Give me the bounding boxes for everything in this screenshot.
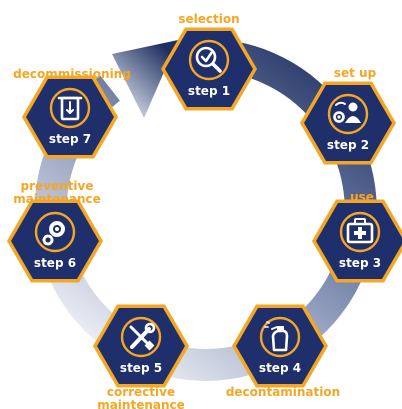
wrench-screwdriver-icon	[129, 322, 156, 351]
hexagon	[160, 27, 258, 111]
hexagon	[21, 75, 119, 159]
step-caption: use	[350, 190, 374, 204]
step-label: step 7	[49, 132, 91, 146]
step-node-4: step 4 decontamination	[226, 304, 340, 399]
gears-icon	[42, 221, 65, 246]
step-label: step 1	[188, 84, 230, 98]
step-caption: maintenance	[97, 398, 185, 409]
disposal-bin-icon	[57, 96, 83, 121]
icon-ring	[327, 93, 369, 135]
step-caption: set up	[334, 66, 377, 80]
icon-ring	[34, 211, 76, 253]
step-node-2: step 2 set up	[299, 66, 397, 165]
step-caption: selection	[178, 12, 239, 26]
hexagon	[231, 304, 329, 388]
hexagon	[6, 199, 104, 283]
step-node-1: step 1 selection	[160, 12, 258, 111]
step-label: step 2	[327, 138, 369, 152]
step-label: step 6	[34, 256, 76, 270]
step-caption: decommissioning	[13, 67, 131, 81]
step-label: step 3	[339, 256, 381, 270]
step-caption: decontamination	[226, 385, 340, 399]
step-label: step 5	[120, 361, 162, 375]
hexagon	[92, 304, 190, 388]
icon-ring	[188, 39, 230, 81]
step-node-3: step 3 use	[311, 190, 402, 283]
step-caption: preventive	[21, 179, 94, 193]
magnifier-check-icon	[195, 46, 222, 73]
spray-bottle-icon	[264, 321, 289, 352]
step-caption: corrective	[107, 385, 175, 399]
icon-ring	[49, 87, 91, 129]
step-caption: maintenance	[13, 192, 101, 206]
icon-ring	[339, 211, 381, 253]
icon-ring	[120, 316, 162, 358]
step-label: step 4	[259, 361, 301, 375]
person-gears-icon	[333, 101, 361, 123]
step-node-7: step 7 decommissioning	[13, 67, 131, 159]
icon-ring	[259, 316, 301, 358]
medical-case-icon	[346, 218, 374, 244]
cycle-arrow-head	[112, 40, 178, 118]
